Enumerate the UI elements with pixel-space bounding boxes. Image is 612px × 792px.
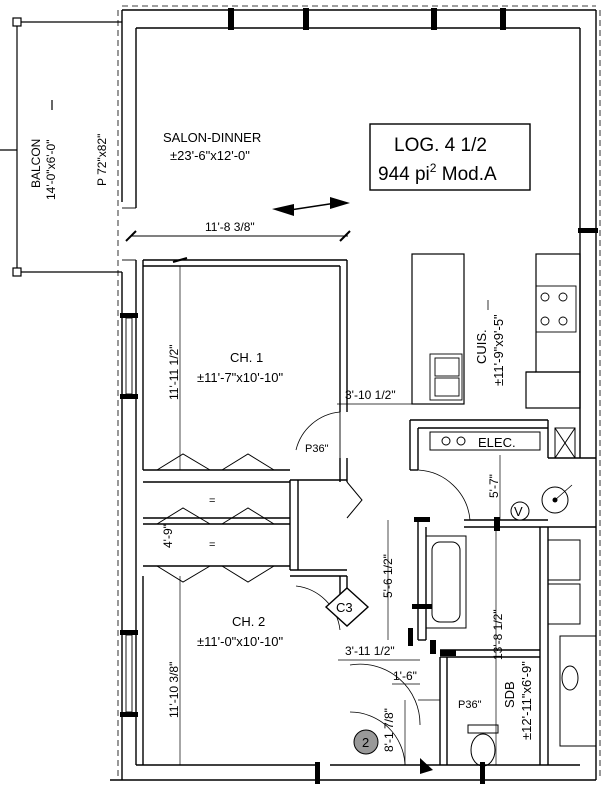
door-swing-hall [417,469,471,521]
door-swing-ch1 [295,411,341,451]
elec-meter-2 [456,436,466,446]
dim-d1: 11'-8 3/8" [205,220,255,234]
mark-2: 2 [362,735,369,750]
north-arrow [272,197,350,216]
kitchen-counters [411,253,581,409]
balcony-size: 14'-0"x6'-0" [44,140,58,200]
closet-sep-1: = [209,495,215,507]
elec-meter-1 [441,436,451,446]
dim-d8: 1'-6" [393,669,417,683]
dim-d11: 8'-1 7/8" [382,708,396,752]
entry-arrow-icon [420,758,433,774]
c3-tag-diamond [324,587,370,627]
ch2-name: CH. 2 [232,614,265,629]
elec-label: ELEC. [478,435,516,450]
bathtub [425,535,467,629]
dim-d5: 5'-7" [487,474,501,498]
dim-d4: 4'-9" [161,524,175,548]
window-markers [120,8,598,784]
mark-2-circle [353,729,379,755]
sdb-size: ±12'-11"x6'-9" [519,661,534,740]
salon-size: ±23'-6"x12'-0" [170,148,250,163]
dim-d3: 3'-10 1/2" [345,388,396,402]
closet-door-swing [349,663,421,726]
wall-caps [408,517,500,656]
door-ch1-label: P36" [305,443,329,455]
ch2-size: ±11'-0"x10'-10" [197,634,284,649]
balcony-door-label: P 72"x82" [95,134,109,186]
salon-name: SALON-DINNER [163,130,261,145]
vent-icon [510,501,530,521]
cuis-size: ±11'-9"x9'-5" [491,314,506,386]
dim-d7: 3'-11 1/2" [345,644,395,658]
title-box [369,123,531,191]
vanity [559,635,597,747]
door-swing-ch2 [295,585,341,631]
door-sdb-label: P36" [458,699,482,711]
balcony [0,17,122,277]
toilet [467,724,499,767]
closet-sep-2: = [209,539,215,551]
ch1-size: ±11'-7"x10'-10" [197,370,284,385]
vent-label: V [514,504,523,519]
closet-doors [156,453,275,583]
unit-title: LOG. 4 1/2 [394,135,487,156]
cuis-name: CUIS. [474,329,489,364]
unit-area: 944 pi2 Mod.A [378,161,497,185]
dim-d2: 11'-11 1/2" [167,345,181,400]
entry-door-swing [349,711,406,766]
kitchen-sink [429,353,463,401]
balcony-label: BALCON [29,139,43,188]
window-frames [122,207,136,713]
washer-dryer [547,539,581,625]
elec-panel [429,431,541,451]
kitchen-stove [535,285,577,333]
c3-tag: C3 [336,600,353,615]
sdb-name: SDB [502,681,517,708]
dim-d9: 13'-8 1/2" [491,609,505,660]
dim-d10: 11'-10 3/8" [167,662,181,718]
exterior-walls [110,5,601,781]
water-heater-icon [541,486,569,514]
dim-line-d1 [125,230,351,242]
utility-box [554,427,576,459]
linen-closet-door [346,481,363,519]
ch1-name: CH. 1 [230,350,263,365]
